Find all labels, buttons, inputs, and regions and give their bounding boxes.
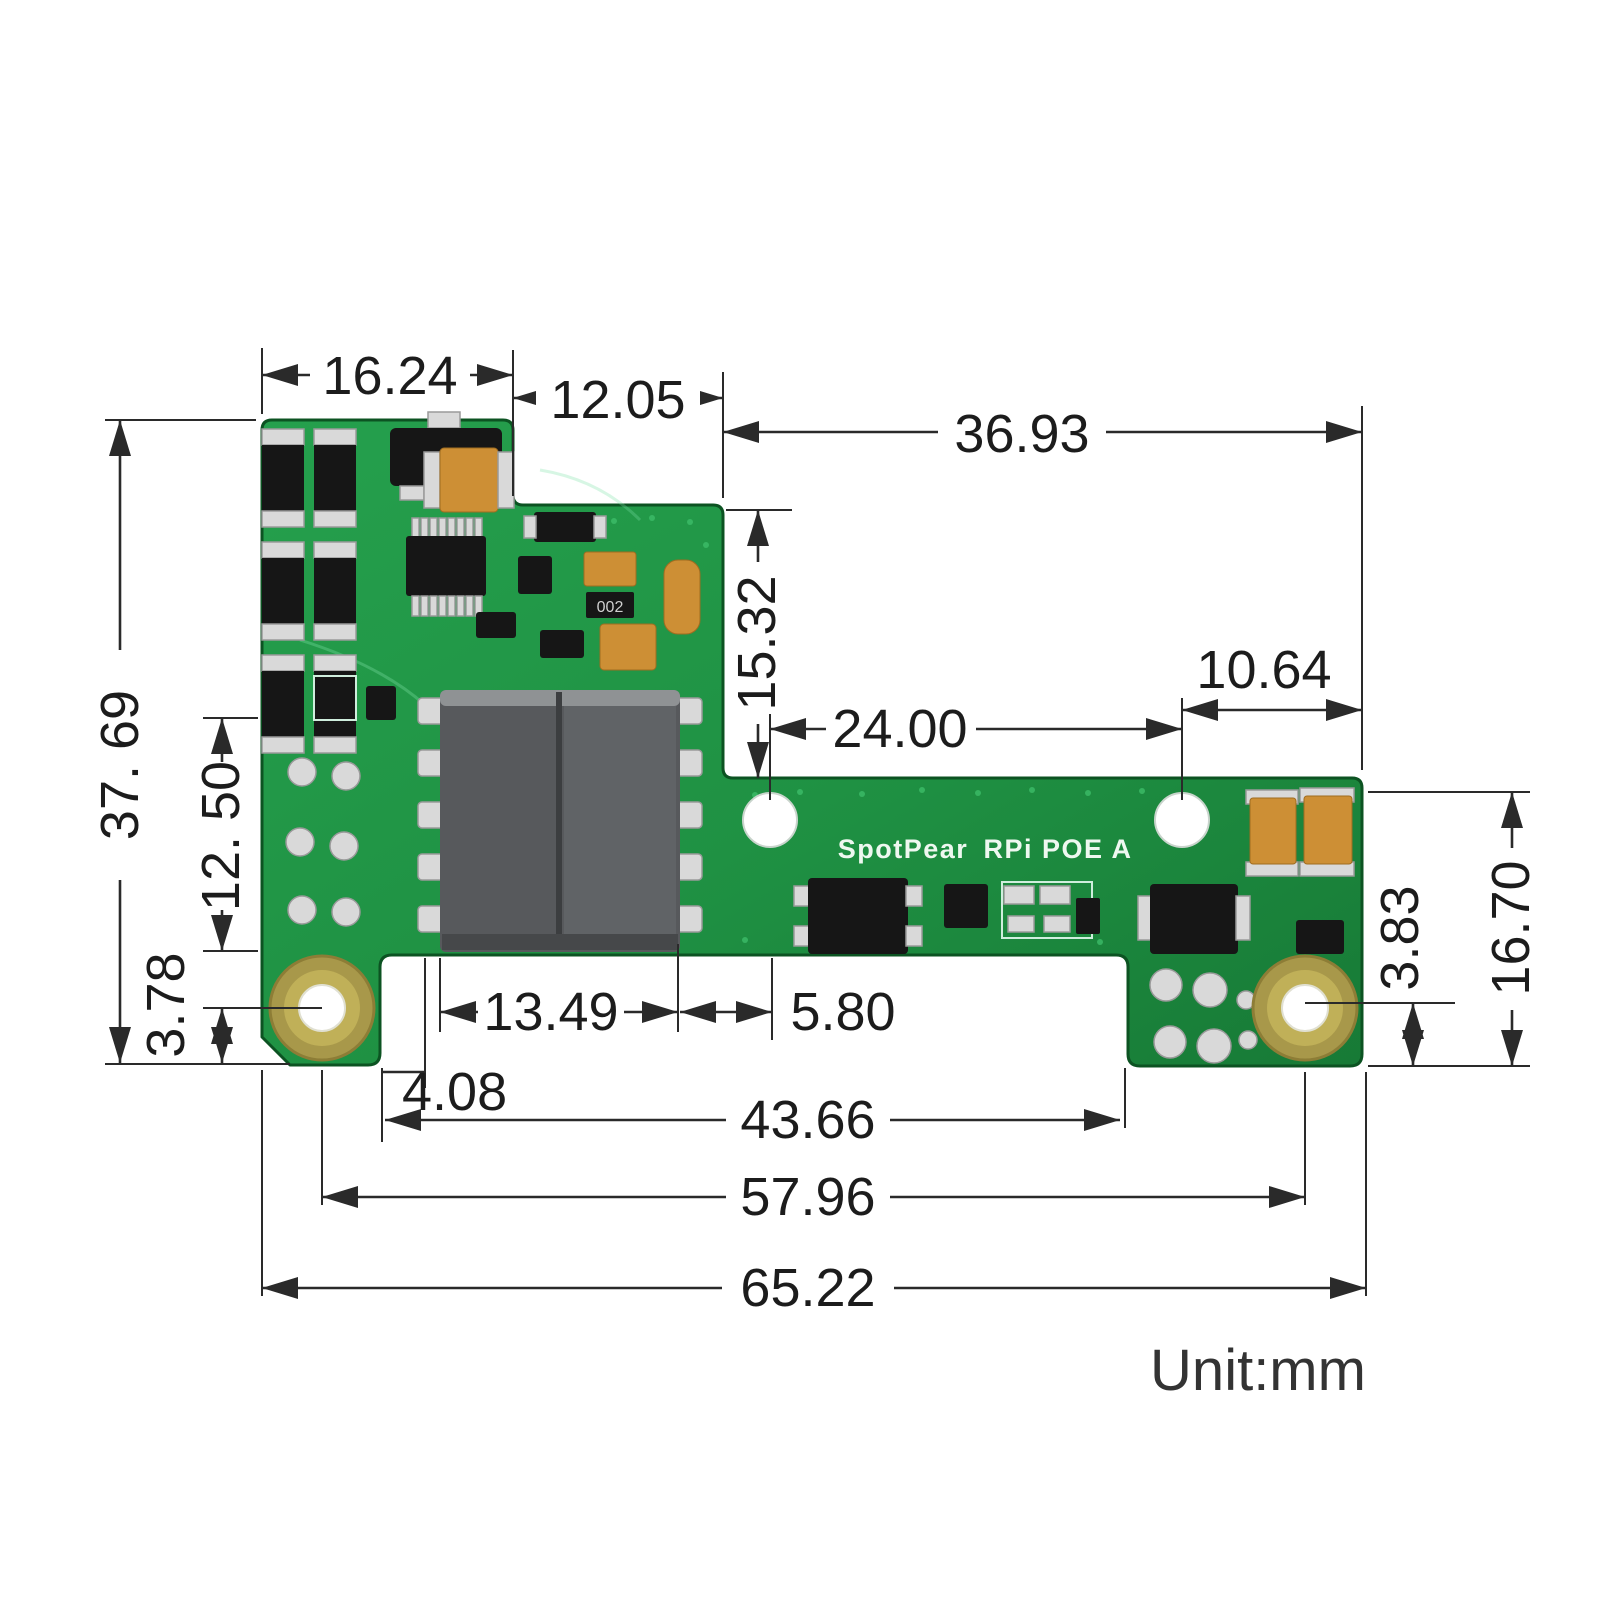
optocoupler bbox=[793, 878, 923, 954]
svg-text:13.49: 13.49 bbox=[483, 982, 618, 1042]
mounting-hole-right bbox=[1251, 954, 1359, 1062]
dim-16-24: 16.24 bbox=[261, 346, 514, 496]
svg-text:10.64: 10.64 bbox=[1196, 640, 1331, 700]
capacitor-a bbox=[423, 447, 515, 513]
svg-text:16.24: 16.24 bbox=[322, 346, 457, 406]
svg-text:3.83: 3.83 bbox=[1370, 885, 1430, 990]
svg-text:36.93: 36.93 bbox=[954, 404, 1089, 464]
dim-57-96: 57.96 bbox=[321, 1070, 1306, 1227]
svg-text:3.78: 3.78 bbox=[136, 952, 196, 1057]
svg-text:16.70: 16.70 bbox=[1481, 860, 1541, 995]
dim-13-49: 13.49 bbox=[439, 944, 679, 1042]
dim-3-83: 3.83 bbox=[1305, 885, 1455, 1066]
svg-text:15.32: 15.32 bbox=[727, 575, 787, 710]
pcb-trace bbox=[299, 638, 426, 707]
pcb-trace bbox=[539, 468, 642, 522]
dim-12-05: 12.05 bbox=[513, 370, 724, 498]
silkscreen-model: RPi POE A bbox=[983, 834, 1132, 864]
svg-text:24.00: 24.00 bbox=[832, 699, 967, 759]
arm-small-parts bbox=[944, 881, 1344, 954]
dim-10-64: 10.64 bbox=[1181, 640, 1362, 800]
svg-text:12.05: 12.05 bbox=[550, 370, 685, 430]
soic-ic bbox=[406, 517, 486, 617]
dim-36-93: 36.93 bbox=[723, 404, 1363, 770]
dim-12-50: 12. 50 bbox=[191, 717, 258, 952]
arm-hole-right bbox=[1154, 792, 1210, 848]
arm-hole-left bbox=[742, 792, 798, 848]
dim-16-70: 16.70 bbox=[1368, 791, 1541, 1067]
dim-65-22: 65.22 bbox=[261, 1070, 1367, 1318]
dim-5-80: 5.80 bbox=[680, 958, 896, 1042]
pcb-board: 002 SpotPea bbox=[260, 411, 1364, 1068]
dim-24-00: 24.00 bbox=[769, 699, 1182, 800]
svg-text:5.80: 5.80 bbox=[790, 982, 895, 1042]
board-outline bbox=[260, 418, 1364, 1068]
dimension-annotations: 16.24 12.05 36.93 15.32 10. bbox=[90, 346, 1541, 1403]
round-pads bbox=[285, 757, 361, 927]
svg-text:12. 50: 12. 50 bbox=[191, 761, 251, 911]
silkscreen-brand: SpotPear bbox=[838, 834, 969, 864]
svg-text:65.22: 65.22 bbox=[740, 1258, 875, 1318]
dim-37-69: 37. 69 bbox=[90, 419, 290, 1065]
svg-text:57.96: 57.96 bbox=[740, 1167, 875, 1227]
dim-15-32: 15.32 bbox=[726, 509, 792, 778]
poe-transformer bbox=[417, 690, 703, 952]
right-end-capacitors bbox=[1245, 787, 1355, 877]
small-components: 002 bbox=[313, 512, 701, 721]
svg-text:43.66: 43.66 bbox=[740, 1090, 875, 1150]
unit-label: Unit:mm bbox=[1150, 1338, 1366, 1403]
dim-3-78: 3.78 bbox=[136, 952, 322, 1063]
right-foot-solder-joints bbox=[1149, 968, 1258, 1064]
dim-43-66: 43.66 bbox=[385, 1068, 1126, 1150]
resistor-label: 002 bbox=[597, 599, 624, 616]
svg-text:37. 69: 37. 69 bbox=[90, 690, 150, 840]
